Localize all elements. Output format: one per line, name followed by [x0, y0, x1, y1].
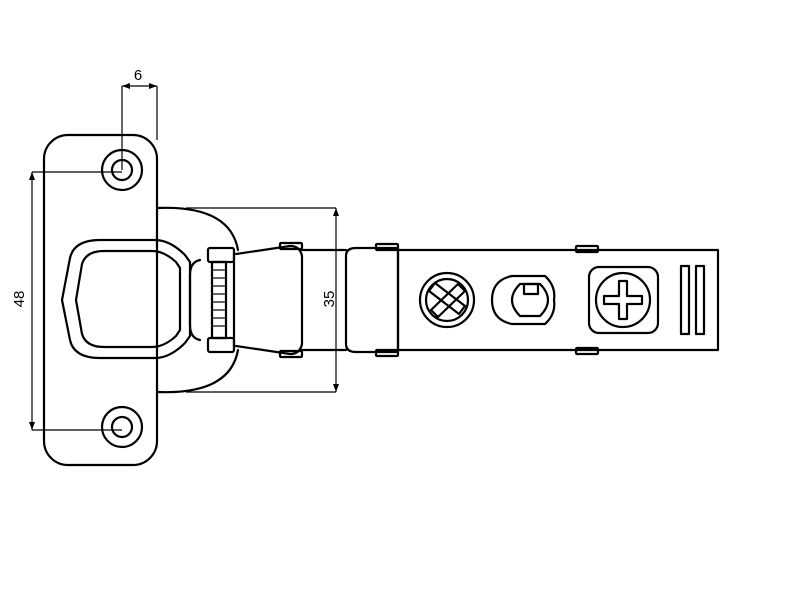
plate-recess [60, 238, 192, 360]
dimension-cup: 35 [186, 207, 339, 393]
round-screw [418, 271, 476, 329]
hinge-arm [234, 241, 720, 359]
slot-markings [679, 264, 706, 336]
mounting-plate [42, 133, 159, 467]
dimension-width: 6 [121, 67, 158, 170]
dimension-height-label: 48 [11, 291, 28, 308]
cam-adjuster [490, 274, 556, 326]
hinge-knuckle [188, 246, 236, 354]
dimension-height: 48 [11, 171, 122, 431]
dimension-width-label: 6 [134, 67, 142, 84]
square-screw [587, 265, 660, 335]
dimension-cup-label: 35 [321, 291, 338, 308]
screw-hole-bottom [100, 405, 144, 449]
hinge-cup [155, 206, 240, 394]
